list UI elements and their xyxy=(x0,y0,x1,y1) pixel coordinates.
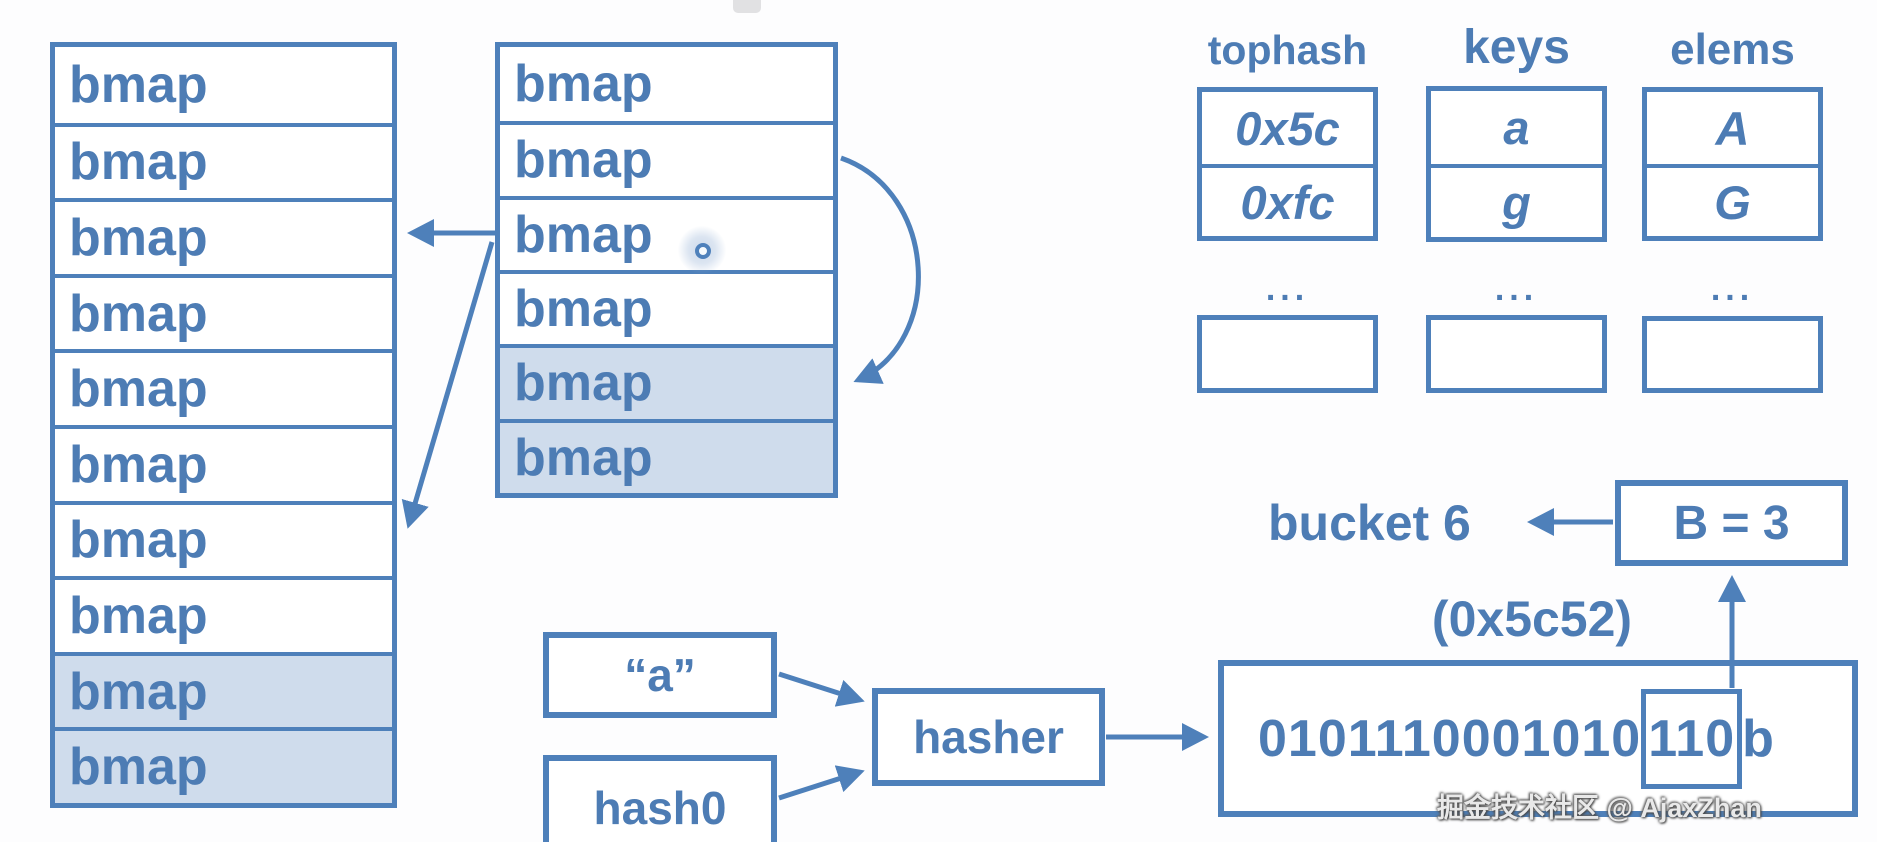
binary-prefix: 0101110001010 xyxy=(1258,710,1642,768)
elem-value: G xyxy=(1647,164,1818,236)
hasher-box: hasher xyxy=(872,688,1105,786)
watermark: 掘金技术社区 @ AjaxZhan xyxy=(1437,793,1762,823)
hex-hash-label: (0x5c52) xyxy=(1431,591,1633,647)
key-value: g xyxy=(1431,164,1602,237)
elems-header: elems xyxy=(1670,25,1795,74)
tophash-ellipsis: ... xyxy=(1265,270,1310,308)
cursor-dot xyxy=(695,243,711,259)
bmap-cell-shaded: bmap xyxy=(55,727,392,803)
bmap-cell: bmap xyxy=(55,500,392,577)
buckets-column-middle: bmap bmap bmap bmap bmap bmap xyxy=(495,42,838,498)
hash0-label: hash0 xyxy=(593,782,727,834)
b-value-label: B = 3 xyxy=(1673,496,1790,550)
bucket-label: bucket 6 xyxy=(1268,495,1471,551)
tophash-empty-cell xyxy=(1197,315,1378,393)
bmap-cell: bmap xyxy=(55,47,392,123)
tophash-value: 0xfc xyxy=(1202,164,1373,236)
elems-table: A G xyxy=(1642,87,1823,241)
bmap-cell-shaded: bmap xyxy=(500,344,833,419)
bmap-cell: bmap xyxy=(55,273,392,350)
bmap-cell: bmap xyxy=(55,349,392,425)
elem-value: A xyxy=(1715,101,1750,155)
key-literal-box: “a” xyxy=(543,632,777,718)
keys-empty-cell xyxy=(1426,315,1607,393)
bmap-cell-shaded: bmap xyxy=(500,418,833,493)
bucket-bits: 110 xyxy=(1648,710,1736,768)
keys-ellipsis: ... xyxy=(1494,270,1539,308)
bmap-cell: bmap xyxy=(55,198,392,274)
bucket-bits-box: 110 xyxy=(1641,689,1743,789)
key-value: a xyxy=(1503,101,1530,154)
bmap-cell-shaded: bmap xyxy=(55,651,392,728)
hasher-label: hasher xyxy=(913,711,1064,763)
bmap-cell: bmap xyxy=(500,195,833,270)
hash0-box: hash0 xyxy=(543,755,777,842)
elems-empty-cell xyxy=(1642,316,1823,393)
bmap-cell: bmap xyxy=(500,47,833,122)
key-literal-label: “a” xyxy=(624,649,696,701)
tophash-table: 0x5c 0xfc xyxy=(1197,87,1378,241)
tophash-value: 0x5c xyxy=(1235,101,1340,155)
tophash-header: tophash xyxy=(1207,27,1368,73)
arrow-bucket-to-left-row7 xyxy=(401,241,495,529)
elems-ellipsis: ... xyxy=(1710,270,1755,308)
arrow-key-to-hasher xyxy=(778,671,865,707)
b-value-box: B = 3 xyxy=(1615,480,1848,566)
arrow-hash0-to-hasher xyxy=(778,765,865,801)
keys-table: a g xyxy=(1426,86,1607,242)
binary-suffix: b xyxy=(1742,710,1775,768)
bmap-cell: bmap xyxy=(55,576,392,652)
bmap-cell: bmap xyxy=(55,424,392,501)
buckets-column-left: bmap bmap bmap bmap bmap bmap bmap bmap … xyxy=(50,42,397,808)
arrow-overflow-arc xyxy=(840,155,921,384)
keys-header: keys xyxy=(1463,21,1570,74)
bmap-cell: bmap xyxy=(500,270,833,345)
binary-hash-box xyxy=(1218,660,1858,817)
bmap-cell: bmap xyxy=(500,121,833,196)
frame-artifact xyxy=(733,0,761,13)
bmap-cell: bmap xyxy=(55,122,392,199)
